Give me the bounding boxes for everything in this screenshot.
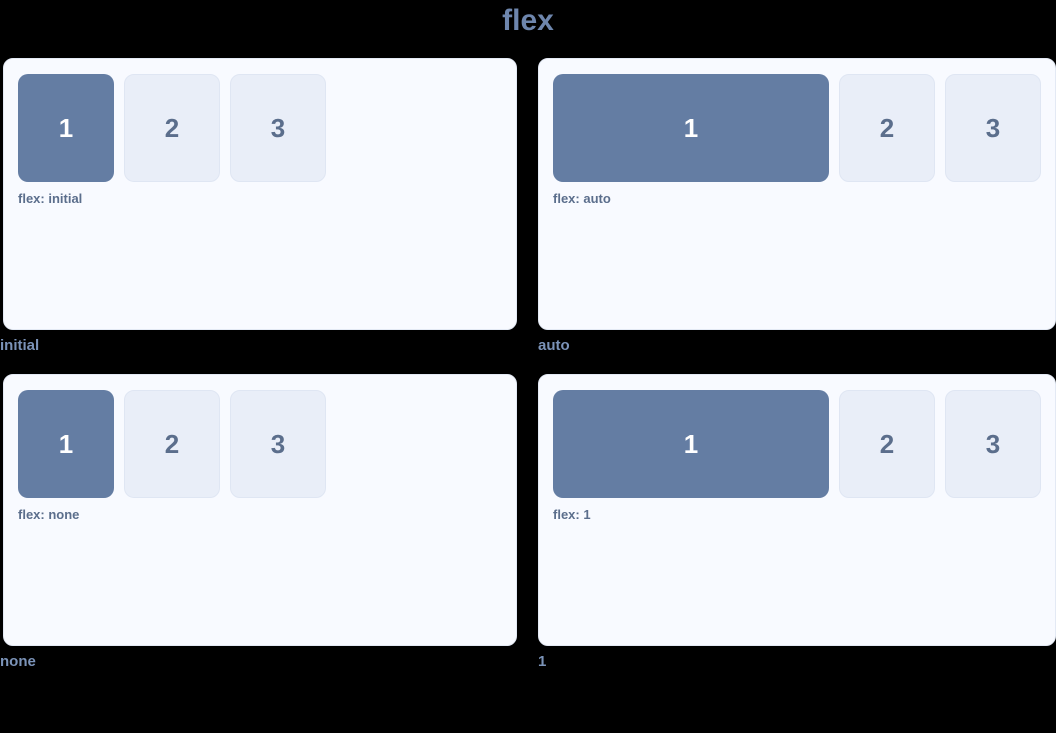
demo-panel-initial: 1 2 3 flex: initial xyxy=(3,58,517,330)
demo-cell-initial: 1 2 3 flex: initial initial xyxy=(0,58,517,354)
demo-caption-auto: flex: auto xyxy=(553,191,611,206)
flex-item-1: 1 xyxy=(553,390,829,498)
demo-cell-auto: 1 2 3 flex: auto auto xyxy=(538,58,1056,354)
flex-item-3: 3 xyxy=(945,74,1041,182)
flex-item-3: 3 xyxy=(230,74,326,182)
demo-panel-auto: 1 2 3 flex: auto xyxy=(538,58,1056,330)
demo-grid: 1 2 3 flex: initial initial 1 2 3 flex: … xyxy=(0,58,1056,670)
demo-caption-one: flex: 1 xyxy=(553,507,591,522)
flex-item-2: 2 xyxy=(839,74,935,182)
demo-cell-none: 1 2 3 flex: none none xyxy=(0,374,517,670)
page-title: flex xyxy=(502,4,554,37)
demo-label-none: none xyxy=(0,653,36,670)
demo-panel-one: 1 2 3 flex: 1 xyxy=(538,374,1056,646)
demo-cell-one: 1 2 3 flex: 1 1 xyxy=(538,374,1056,670)
flex-container-one: 1 2 3 xyxy=(553,390,1041,498)
demo-label-one: 1 xyxy=(538,653,547,670)
demo-caption-none: flex: none xyxy=(18,507,80,522)
flex-item-1: 1 xyxy=(18,390,114,498)
flex-item-1: 1 xyxy=(18,74,114,182)
flex-item-2: 2 xyxy=(839,390,935,498)
demo-caption-initial: flex: initial xyxy=(18,191,83,206)
flex-item-3: 3 xyxy=(945,390,1041,498)
flex-container-auto: 1 2 3 xyxy=(553,74,1041,182)
demo-label-auto: auto xyxy=(538,337,570,354)
demo-label-initial: initial xyxy=(0,337,40,354)
flex-item-2: 2 xyxy=(124,74,220,182)
demo-panel-none: 1 2 3 flex: none xyxy=(3,374,517,646)
flex-item-1: 1 xyxy=(553,74,829,182)
flex-container-initial: 1 2 3 xyxy=(18,74,502,182)
flex-item-2: 2 xyxy=(124,390,220,498)
flex-container-none: 1 2 3 xyxy=(18,390,502,498)
flex-item-3: 3 xyxy=(230,390,326,498)
